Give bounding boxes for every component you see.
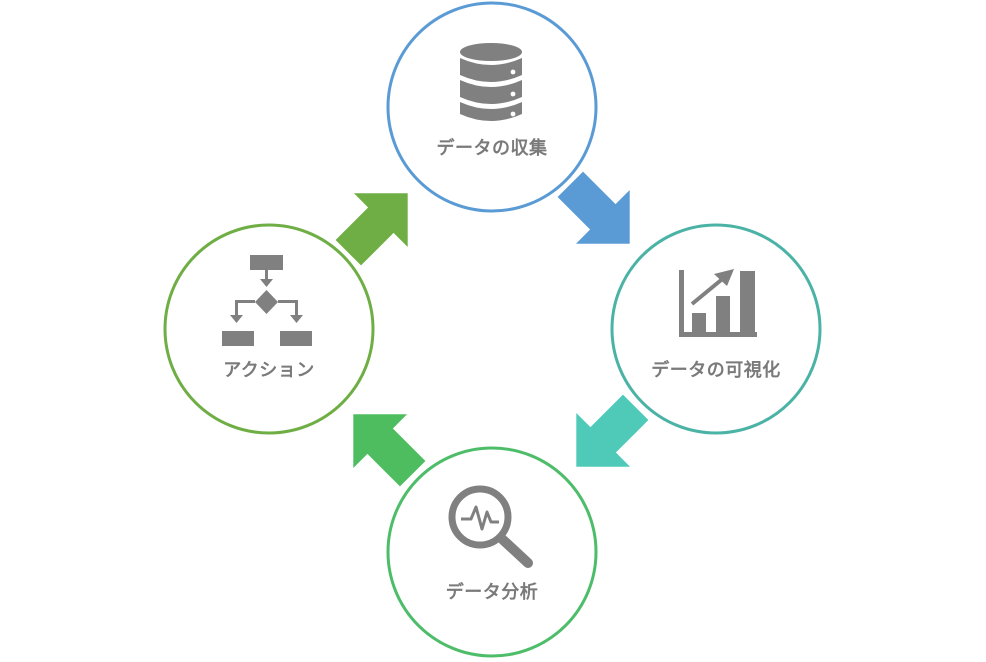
node-data-analysis: データ分析 [386,446,598,658]
node-label-analysis: データ分析 [446,581,539,603]
node-label-action: アクション [223,360,315,381]
node-label-collection: データの収集 [437,137,548,159]
magnifier-pulse-icon [448,485,533,568]
flowchart-icon [222,255,312,346]
node-data-visualization: データの可視化 [610,223,822,435]
node-ring-analysis [386,446,598,658]
node-ring-collection [386,1,598,213]
node-data-collection: データの収集 [386,1,598,213]
node-label-visualization: データの可視化 [651,359,781,381]
bar-chart-icon [679,269,757,337]
node-action: アクション [163,223,375,435]
node-ring-action [163,223,375,435]
database-icon [460,43,522,121]
